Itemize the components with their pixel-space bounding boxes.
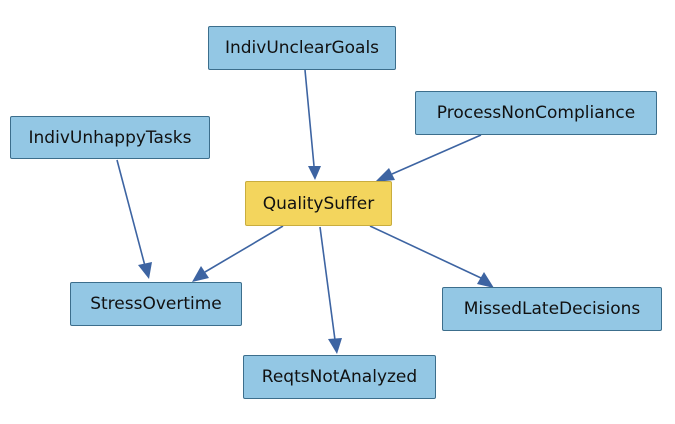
arrowhead xyxy=(192,266,209,282)
node-label: ReqtsNotAnalyzed xyxy=(261,367,418,387)
edge-quality-to-reqts xyxy=(319,226,342,354)
arrowhead xyxy=(138,262,152,279)
edge-indivunhappy-to-stress xyxy=(116,159,152,279)
node-stress-overtime[interactable]: StressOvertime xyxy=(70,282,242,326)
arrowhead xyxy=(328,338,342,354)
node-label: ProcessNonCompliance xyxy=(436,103,636,123)
node-label: StressOvertime xyxy=(90,294,222,314)
node-reqts-not-analyzed[interactable]: ReqtsNotAnalyzed xyxy=(243,355,436,399)
node-quality-suffer[interactable]: QualitySuffer xyxy=(245,181,392,226)
node-indiv-unhappy-tasks[interactable]: IndivUnhappyTasks xyxy=(10,116,210,159)
node-process-non-compliance[interactable]: ProcessNonCompliance xyxy=(415,91,657,135)
edge-indivunclear-to-quality xyxy=(304,69,321,180)
edge-processnoncompliance-to-quality xyxy=(375,134,482,182)
node-missed-late-decisions[interactable]: MissedLateDecisions xyxy=(442,287,662,331)
arrowhead xyxy=(477,272,494,288)
node-label: QualitySuffer xyxy=(262,193,375,214)
node-label: IndivUnhappyTasks xyxy=(28,127,192,148)
arrowhead xyxy=(375,168,395,182)
edge-quality-to-stress xyxy=(192,225,284,282)
node-label: IndivUnclearGoals xyxy=(224,38,380,58)
node-label: MissedLateDecisions xyxy=(463,299,641,319)
node-indiv-unclear-goals[interactable]: IndivUnclearGoals xyxy=(208,26,396,70)
arrowhead xyxy=(308,166,321,180)
edge-quality-to-missed xyxy=(369,225,494,288)
